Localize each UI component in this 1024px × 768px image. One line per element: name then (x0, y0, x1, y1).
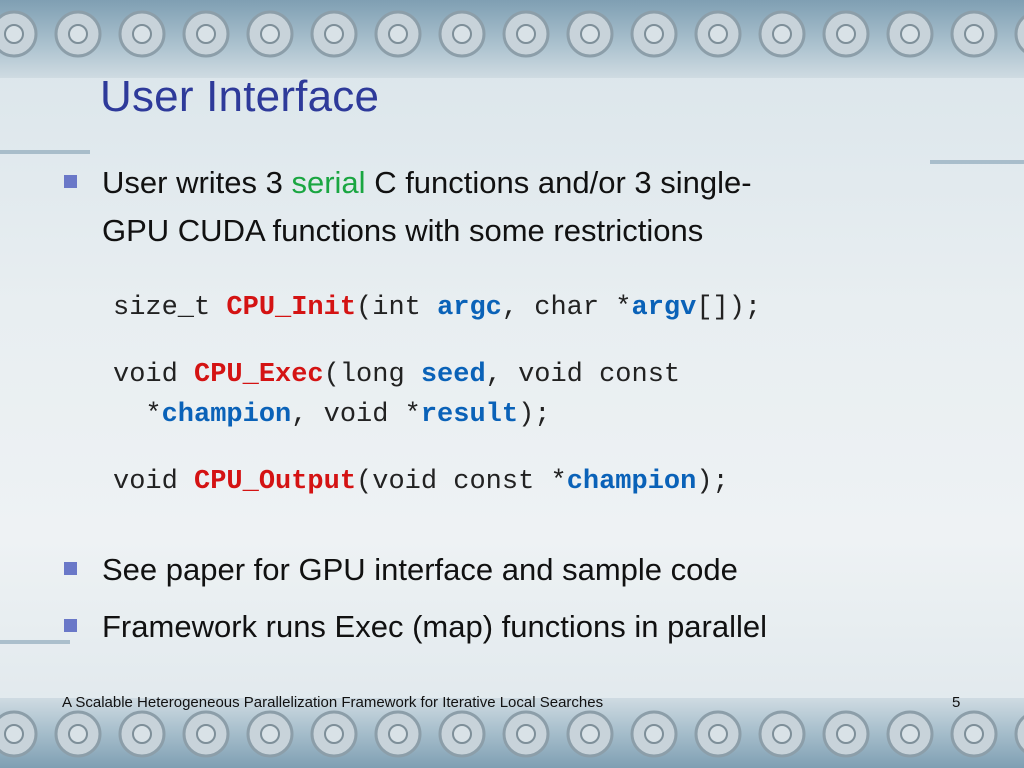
code-token: , void * (291, 400, 421, 430)
solder-hole-icon (964, 724, 984, 744)
solder-hole-icon (132, 724, 152, 744)
function-name: CPU_Init (226, 293, 357, 323)
bullet-text-line: Framework runs Exec (map) functions in p… (102, 609, 768, 644)
bullet-text-part: User writes 3 (102, 165, 292, 200)
bullet-square-icon (64, 175, 77, 188)
bullet-square-icon (64, 562, 77, 575)
code-line: *champion, void *result); (113, 396, 550, 434)
solder-hole-icon (708, 24, 728, 44)
code-token: (long (323, 360, 421, 390)
solder-hole-icon (4, 724, 24, 744)
solder-hole-icon (196, 24, 216, 44)
solder-hole-icon (324, 24, 344, 44)
bullet-item: See paper for GPU interface and sample c… (64, 547, 964, 593)
solder-hole-icon (644, 724, 664, 744)
bullet-item: User writes 3 serial C functions and/or … (64, 160, 964, 256)
solder-hole-icon (708, 724, 728, 744)
bullet-text-line: See paper for GPU interface and sample c… (102, 552, 738, 587)
page-number: 5 (952, 694, 961, 711)
code-token: ); (696, 467, 729, 497)
solder-hole-icon (644, 24, 664, 44)
parameter-name: champion (566, 467, 697, 497)
solder-pad-icon (1014, 715, 1024, 753)
solder-hole-icon (836, 724, 856, 744)
code-line: size_t CPU_Init(int argc, char *argv[]); (113, 289, 761, 327)
solder-hole-icon (132, 24, 152, 44)
code-token: (void const * (356, 467, 567, 497)
function-name: CPU_Exec (194, 360, 324, 390)
solder-hole-icon (516, 724, 536, 744)
solder-hole-icon (388, 24, 408, 44)
code-token: ); (518, 400, 551, 430)
code-token: (int (356, 293, 438, 323)
bullet-item: Framework runs Exec (map) functions in p… (64, 604, 964, 650)
parameter-name: champion (161, 400, 292, 430)
solder-hole-icon (260, 724, 280, 744)
serial-highlight: serial (291, 165, 366, 200)
parameter-name: argc (437, 293, 502, 323)
bullet-text-line: GPU CUDA functions with some restriction… (102, 213, 704, 248)
solder-hole-icon (900, 724, 920, 744)
code-token: []); (696, 293, 762, 323)
code-line: void CPU_Output(void const *champion); (113, 463, 729, 501)
slide-title: User Interface (100, 72, 380, 121)
circuit-trace (0, 640, 70, 644)
bullet-square-icon (64, 619, 77, 632)
parameter-name: argv (631, 293, 697, 323)
code-token: size_t (113, 293, 227, 323)
circuit-pins-top (0, 10, 1024, 58)
solder-hole-icon (580, 724, 600, 744)
code-line: void CPU_Exec(long seed, void const (113, 356, 680, 394)
parameter-name: result (420, 400, 519, 430)
bullet-text-line: User writes 3 serial C functions and/or … (102, 160, 752, 206)
solder-hole-icon (580, 24, 600, 44)
solder-hole-icon (964, 24, 984, 44)
circuit-trace (930, 160, 1024, 164)
function-name: CPU_Output (194, 467, 357, 497)
circuit-pins-bottom (0, 710, 1024, 758)
solder-hole-icon (324, 724, 344, 744)
solder-hole-icon (68, 724, 88, 744)
solder-hole-icon (516, 24, 536, 44)
solder-hole-icon (68, 24, 88, 44)
bullet-text-part: C functions and/or 3 single- (365, 165, 752, 200)
solder-pad-icon (1014, 15, 1024, 53)
parameter-name: seed (420, 360, 486, 390)
solder-hole-icon (772, 724, 792, 744)
solder-hole-icon (836, 24, 856, 44)
circuit-trace (0, 150, 90, 154)
slide-footer: A Scalable Heterogeneous Parallelization… (62, 694, 604, 711)
solder-hole-icon (260, 24, 280, 44)
solder-hole-icon (452, 24, 472, 44)
code-token: void (113, 467, 195, 497)
solder-hole-icon (196, 724, 216, 744)
code-token: * (113, 400, 162, 430)
solder-hole-icon (388, 724, 408, 744)
code-token: void (113, 360, 195, 390)
code-token: , char * (501, 293, 632, 323)
solder-hole-icon (452, 724, 472, 744)
solder-hole-icon (4, 24, 24, 44)
code-token: , void const (485, 360, 681, 390)
solder-hole-icon (772, 24, 792, 44)
solder-hole-icon (900, 24, 920, 44)
